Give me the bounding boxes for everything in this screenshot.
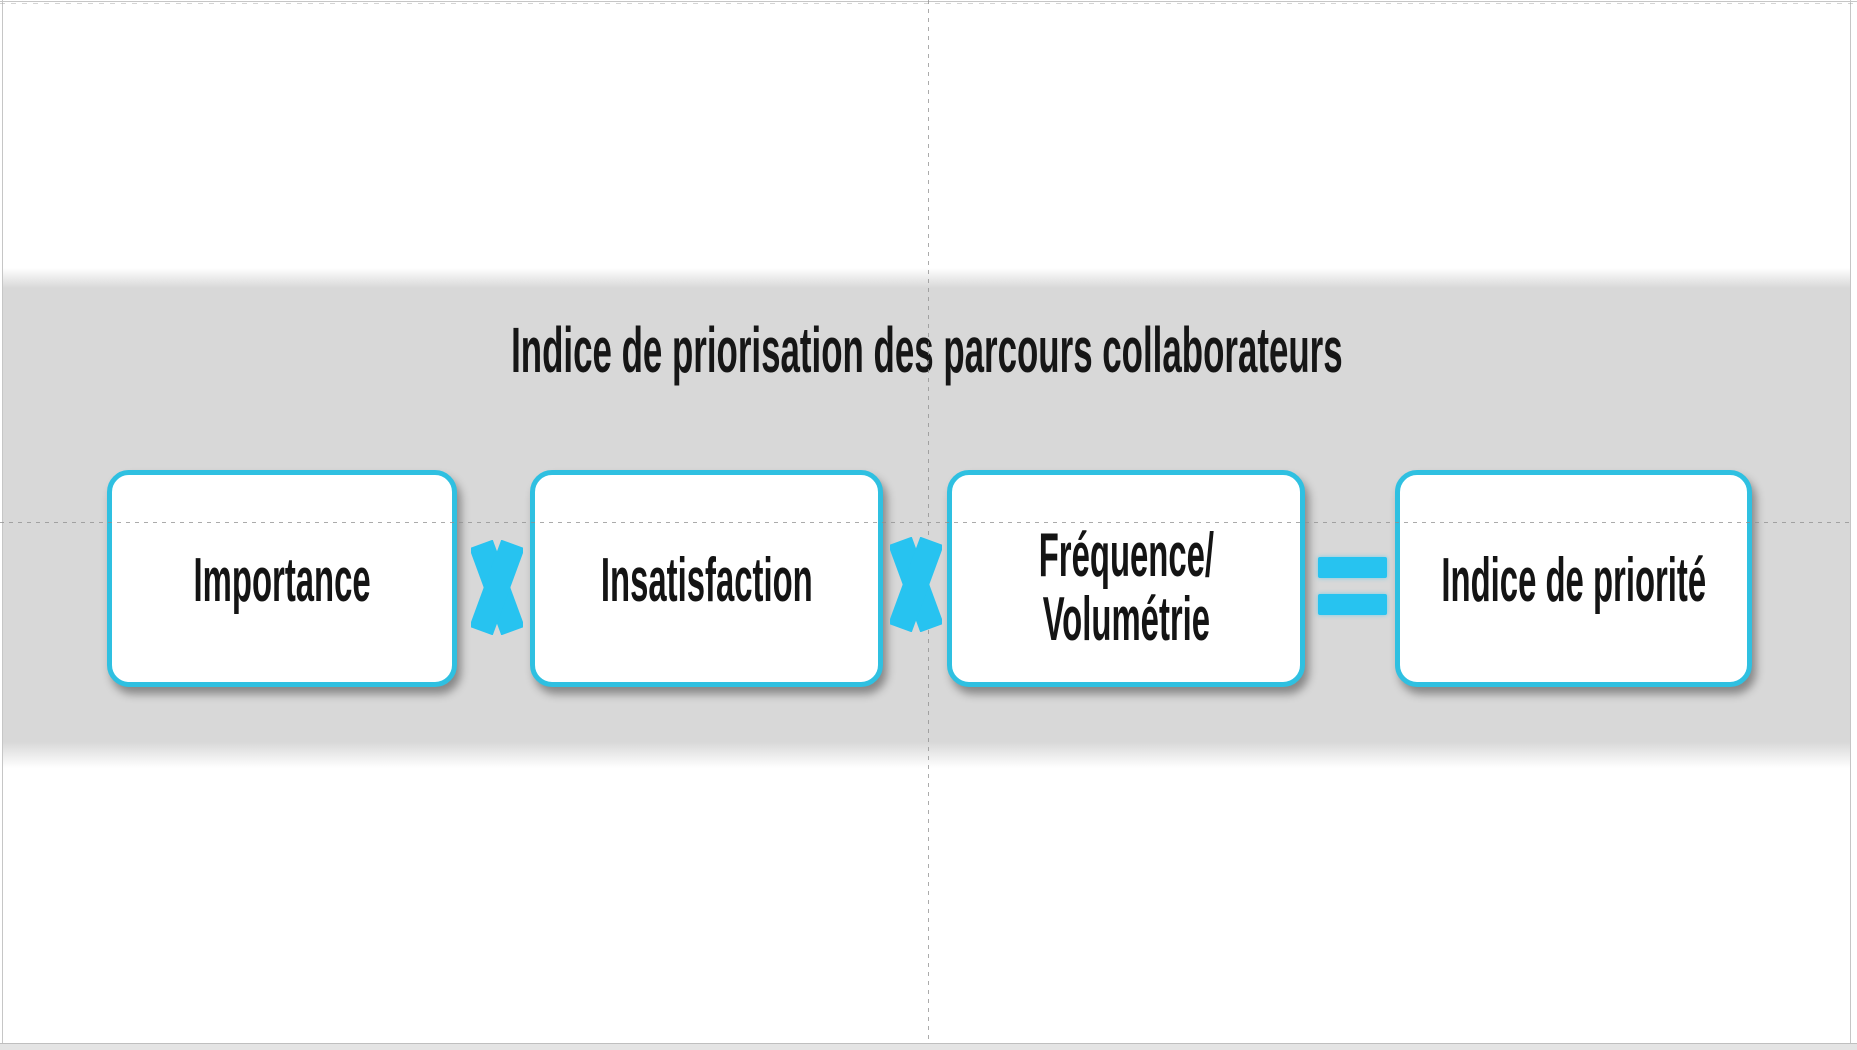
center-guide-vertical [928,0,929,1043]
multiply-x-icon [890,537,942,632]
frequence-volumetrie-box-label: Fréquence/ Volumétrie [1038,520,1214,654]
multiply-operator-2[interactable] [890,537,942,632]
bottom-margin-strip [0,1044,1857,1050]
importance-box[interactable]: Importance [107,470,457,687]
equals-bar-bottom [1318,594,1387,615]
equals-bar-top [1318,557,1387,578]
equals-operator[interactable] [1318,557,1387,615]
indice-priorite-box[interactable]: Indice de priorité [1395,470,1752,687]
importance-box-label: Importance [193,545,371,615]
multiply-operator-1[interactable] [471,540,523,635]
slide-border-right [1850,0,1851,1043]
slide-title: Indice de priorisation des parcours coll… [0,313,1853,388]
volumetrie-line: Volumétrie [1042,584,1210,654]
indice-priorite-box-label: Indice de priorité [1441,545,1706,615]
slide-title-text: Indice de priorisation des parcours coll… [510,314,1343,386]
insatisfaction-box[interactable]: Insatisfaction [530,470,883,687]
center-guide-horizontal [0,522,1851,523]
frequence-volumetrie-box[interactable]: Fréquence/ Volumétrie [947,470,1305,687]
frequence-line: Fréquence/ [1038,520,1214,590]
multiply-x-icon [471,540,523,635]
slide-border-left [2,0,3,1043]
slide-border-bottom [0,1043,1857,1044]
insatisfaction-box-label: Insatisfaction [600,545,813,615]
